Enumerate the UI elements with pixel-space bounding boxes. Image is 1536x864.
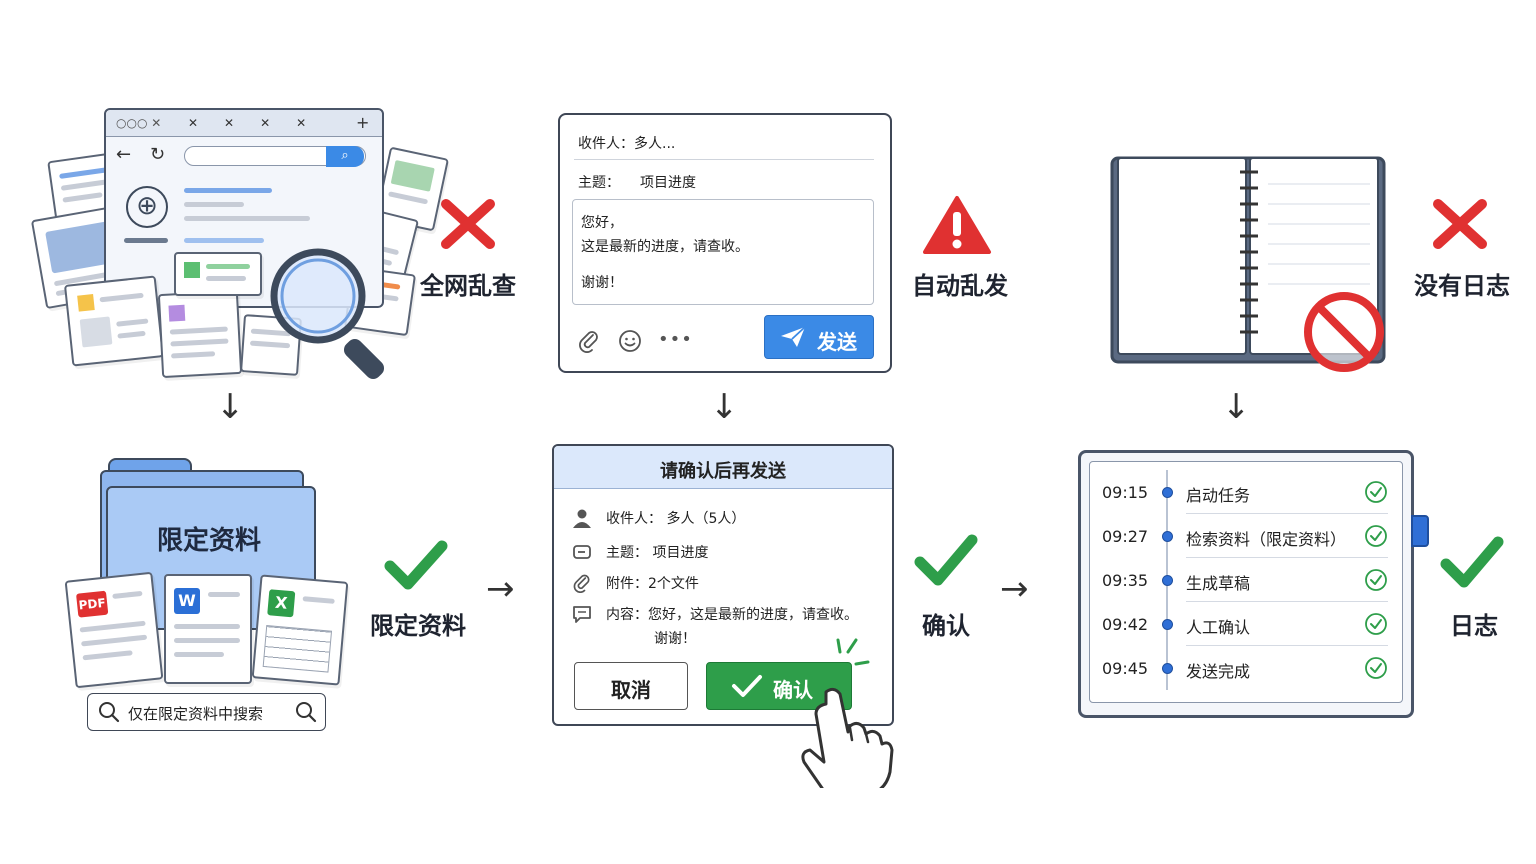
message-icon [573, 606, 591, 623]
blank-notebook-icon [1110, 156, 1386, 372]
user-icon [573, 509, 591, 528]
arrow-down-icon: ↓ [710, 387, 739, 427]
folder-label: 限定资料 [156, 526, 261, 556]
check-circle-icon [1365, 613, 1387, 635]
caption-log: 日志 [1450, 612, 1498, 640]
magnifier-icon [270, 248, 385, 380]
check-circle-icon [1365, 481, 1387, 503]
caption-limited-materials: 限定资料 [370, 612, 466, 640]
search-icon [99, 702, 120, 723]
arrow-right-icon: → [1000, 569, 1029, 609]
arrow-right-icon: → [486, 569, 515, 609]
search-icon [296, 702, 317, 723]
log-entry: 09:15 启动任务 [1090, 470, 1402, 514]
excel-file-icon: X [251, 574, 349, 686]
log-entry: 09:45 发送完成 [1090, 646, 1402, 690]
pdf-file-icon: PDF [64, 571, 164, 689]
check-icon [384, 540, 448, 590]
caption-auto-send: 自动乱发 [912, 272, 1008, 300]
browser-chaos-illustration: ○○○ ✕ ✕✕✕✕ + ← ↻ ⌕ ⊕ [30, 100, 450, 390]
email-compose-window: 收件人：多人... 主题： 项目进度 您好， 这是最新的进度，请查收。 谢谢！ … [558, 113, 892, 373]
log-entry: 09:35 生成草稿 [1090, 558, 1402, 602]
check-icon [732, 675, 762, 697]
more-options-icon[interactable]: ••• [658, 329, 693, 350]
compose-recipient: 收件人：多人... [578, 136, 676, 152]
activity-log-book: 09:15 启动任务 09:27 检索资料（限定资料） 09:35 生成草稿 0… [1078, 450, 1429, 718]
caption-no-log: 没有日志 [1414, 272, 1510, 300]
check-circle-icon [1365, 657, 1387, 679]
limited-search-input[interactable]: 仅在限定资料中搜索 [87, 693, 326, 731]
browser-search-input [184, 146, 366, 166]
check-circle-icon [1365, 569, 1387, 591]
cancel-button[interactable]: 取消 [574, 662, 688, 710]
document-icon [157, 289, 243, 379]
arrow-down-icon: ↓ [1222, 387, 1251, 427]
check-circle-icon [1365, 525, 1387, 547]
log-entry: 09:42 人工确认 [1090, 602, 1402, 646]
globe-icon: ⊕ [126, 186, 168, 228]
tag-icon [573, 545, 591, 559]
paper-plane-icon [781, 326, 806, 347]
search-placeholder: 仅在限定资料中搜索 [128, 705, 264, 723]
paperclip-icon [573, 574, 590, 593]
log-entry: 09:27 检索资料（限定资料） [1090, 514, 1402, 558]
word-file-icon: W [164, 574, 252, 684]
dialog-title: 请确认后再发送 [660, 461, 786, 482]
folder-illustration: 限定资料 PDF W X [64, 456, 349, 689]
browser-window: ○○○ ✕ ✕✕✕✕ + ← ↻ ⌕ ⊕ [104, 108, 384, 308]
search-icon: ⌕ [326, 146, 364, 167]
check-icon [914, 534, 978, 586]
document-icon [63, 275, 165, 367]
caption-search-everywhere: 全网乱查 [420, 272, 516, 300]
emoji-icon[interactable] [618, 329, 642, 353]
compose-subject-value: 项目进度 [640, 175, 696, 191]
paperclip-icon[interactable] [578, 329, 600, 353]
cross-icon [1433, 199, 1487, 249]
cross-icon [441, 199, 495, 249]
click-spark-icon [836, 638, 870, 666]
confirm-dialog: 请确认后再发送 收件人： 多人（5人） 主题： 项目进度 附件：2个文件 内容：… [552, 444, 894, 726]
bookmark-tab [1411, 515, 1429, 547]
caption-confirm: 确认 [922, 612, 970, 640]
arrow-down-icon: ↓ [216, 387, 245, 427]
warning-icon [923, 196, 991, 254]
compose-body[interactable]: 您好， 这是最新的进度，请查收。 谢谢！ [572, 199, 874, 305]
send-button[interactable]: 发送 [764, 315, 874, 359]
check-icon [1440, 536, 1504, 588]
compose-subject-label: 主题： [578, 175, 620, 191]
pointing-hand-icon [801, 687, 894, 788]
document-icon [174, 252, 262, 296]
